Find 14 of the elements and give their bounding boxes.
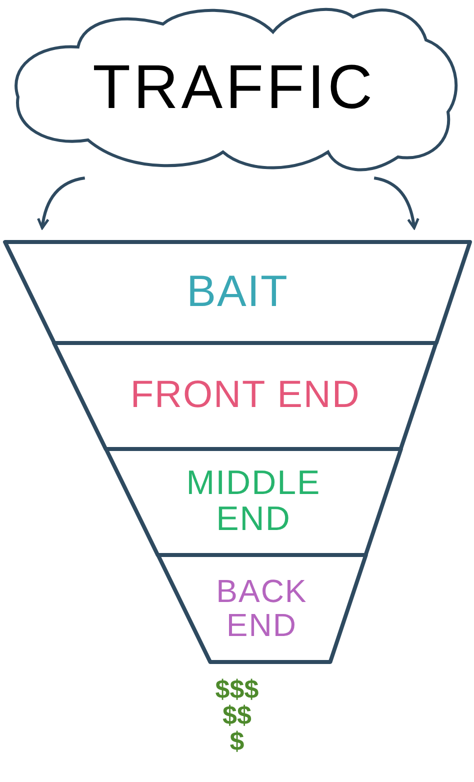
funnel-band (106, 449, 401, 555)
curved-arrow (374, 176, 420, 230)
band-label: MIDDLE END (185, 466, 322, 538)
band-label: FRONT END (130, 376, 360, 416)
dollar-signs: $ (230, 728, 244, 754)
dollar-signs: $$ (222, 702, 252, 728)
funnel-band (5, 242, 470, 343)
curved-arrow (37, 176, 86, 230)
dollar-signs: $$$ (215, 676, 259, 702)
funnel-band (158, 555, 366, 662)
funnel-band (54, 343, 436, 449)
band-label: BACK END (215, 574, 308, 642)
cloud-label: TRAFFIC (92, 57, 376, 119)
band-label: BAIT (186, 269, 288, 316)
